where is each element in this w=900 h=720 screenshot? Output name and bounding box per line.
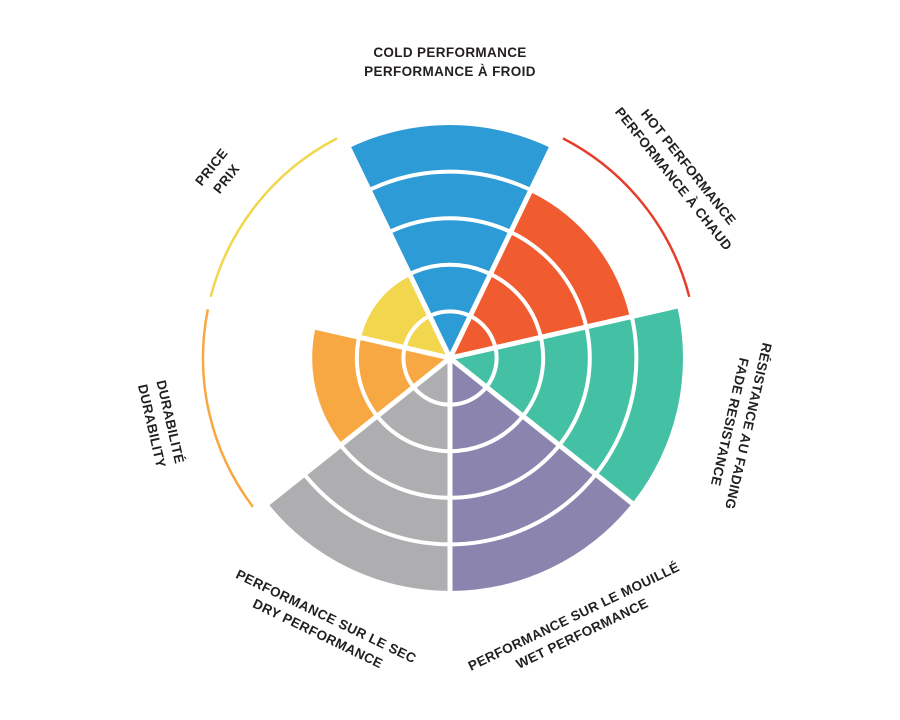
sector-label-cold-performance: COLD PERFORMANCE PERFORMANCE À FROID	[364, 43, 536, 81]
sector-separator	[220, 303, 451, 361]
sector-separator	[345, 145, 453, 360]
sector-label-line2: PERFORMANCE À FROID	[364, 64, 536, 79]
max-reference-arc-price	[209, 137, 338, 298]
sector-wedge-fade-resistance	[450, 306, 683, 504]
sector-wedge-durability	[310, 326, 450, 446]
sector-separator	[264, 356, 452, 507]
sector-separator	[449, 303, 680, 361]
max-reference-arc-hot-performance	[562, 137, 691, 298]
sector-separator	[448, 356, 636, 507]
sector-label-line1: COLD PERFORMANCE	[373, 45, 527, 60]
max-reference-arc-durability	[201, 309, 254, 508]
sector-wedge-dry-performance	[267, 358, 450, 591]
sector-wedge-wet-performance	[450, 358, 633, 591]
sector-separator	[447, 145, 555, 360]
sector-wedge-cold-performance	[348, 125, 552, 359]
